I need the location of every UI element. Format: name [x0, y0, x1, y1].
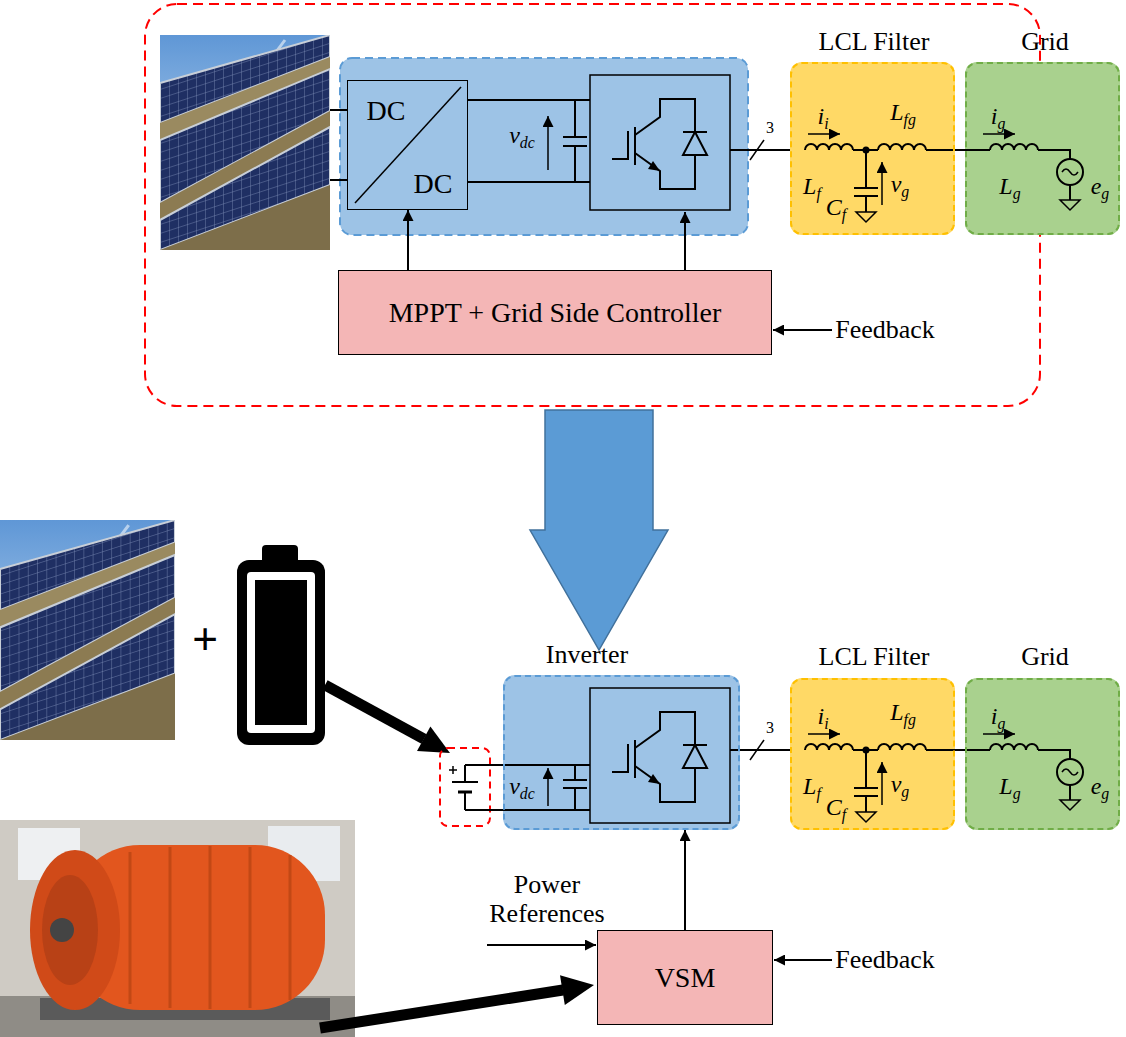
filter-circuit: [805, 734, 1083, 822]
plus-sign: +: [192, 615, 218, 666]
capacitor-symbol: [563, 100, 587, 182]
input-label: Feedback: [835, 946, 935, 975]
converter-box: DC DC: [347, 80, 468, 210]
source-arrow: [325, 685, 424, 739]
control-arrow: [407, 210, 409, 270]
solar-panel-photo: [160, 35, 330, 250]
dc-wire: [330, 110, 347, 180]
controller-box: MPPT + Grid Side Controller: [338, 270, 772, 355]
filter-circuit: [805, 134, 1083, 222]
converter-group: [340, 58, 748, 235]
reference-arrow: [487, 944, 596, 946]
transition-arrow: [530, 410, 668, 650]
battery-symbol: [458, 791, 472, 794]
voltage-arrow: [547, 768, 549, 806]
generator-photo: [130, 846, 290, 1009]
bus-width: 3: [766, 719, 774, 737]
signal-name: ii: [817, 703, 828, 729]
battery-icon: [237, 560, 325, 745]
model-arrow: [560, 975, 594, 1005]
voltage-arrow: [547, 116, 549, 170]
source-arrow: [417, 726, 450, 753]
filter-box: LCL Filter: [790, 62, 955, 235]
block-label: DC: [367, 96, 406, 127]
polarity-mark: [449, 766, 457, 774]
component-name: Cf: [826, 794, 846, 820]
model-arrow: [320, 990, 563, 1028]
heading: Inverter: [546, 641, 628, 670]
generator-photo: [0, 820, 355, 1037]
grid-fill: [965, 678, 1120, 830]
feedback-arrow: [773, 329, 832, 331]
component-name: Lg: [999, 173, 1020, 199]
component-name: Lfg: [890, 699, 916, 725]
battery-icon: [247, 572, 315, 733]
input-label: Power References: [477, 871, 617, 928]
system-boundary: [145, 4, 1040, 406]
bus-width: 3: [766, 119, 774, 137]
generator-photo: [50, 918, 74, 942]
solar-panel-photo: [0, 520, 175, 740]
grid-box: Grid: [965, 62, 1120, 235]
grid-fill: [965, 62, 1120, 235]
component-name: Lg: [999, 773, 1020, 799]
filter-fill: [790, 678, 955, 830]
heading: Grid: [1021, 28, 1069, 57]
dc-link-wire: [468, 100, 590, 182]
gate-signal-arrow: [684, 212, 686, 270]
bus-slash: [750, 740, 764, 760]
capacitor-symbol: [563, 765, 587, 810]
box-label: MPPT + Grid Side Controller: [389, 297, 722, 328]
heading: Grid: [1021, 643, 1069, 672]
component-name: Cf: [826, 194, 846, 220]
signal-name: ig: [991, 703, 1006, 729]
converter-fill: [347, 80, 468, 210]
generator-photo: [30, 850, 120, 1010]
battery-icon: [255, 580, 307, 725]
inverter-box: Inverter: [503, 675, 740, 830]
block-label: DC: [414, 169, 453, 200]
signal-name: ig: [991, 103, 1006, 129]
signal-name: vg: [891, 771, 910, 797]
bus-slash: [750, 140, 764, 160]
dc-source-boundary: [440, 748, 490, 826]
signal-name: vdc: [509, 773, 535, 799]
signal-name: vdc: [509, 122, 535, 148]
heading: LCL Filter: [819, 28, 930, 57]
signal-name: vg: [891, 171, 910, 197]
controller-box: VSM: [597, 930, 773, 1025]
input-label: Feedback: [835, 316, 935, 345]
generator-photo: [42, 875, 98, 985]
signal-name: eg: [1091, 173, 1110, 199]
box-label: VSM: [655, 962, 716, 993]
filter-fill: [790, 62, 955, 235]
igbt-symbol: [590, 75, 730, 210]
heading: LCL Filter: [819, 643, 930, 672]
generator-photo: [0, 820, 355, 1037]
igbt-symbol: [590, 688, 730, 823]
component-name: Lf: [803, 773, 821, 799]
battery-symbol: [464, 765, 466, 810]
control-arrow: [684, 830, 686, 930]
feedback-arrow: [774, 959, 832, 961]
component-name: Lf: [803, 173, 821, 199]
grid-box: Grid: [965, 678, 1120, 830]
dc-link-wire: [465, 765, 590, 810]
filter-box: LCL Filter: [790, 678, 955, 830]
signal-name: ii: [817, 103, 828, 129]
signal-name: eg: [1091, 773, 1110, 799]
battery-symbol: [452, 781, 478, 783]
component-name: Lfg: [890, 99, 916, 125]
converter-diagonal: [355, 87, 461, 203]
inverter-fill: [503, 675, 740, 830]
